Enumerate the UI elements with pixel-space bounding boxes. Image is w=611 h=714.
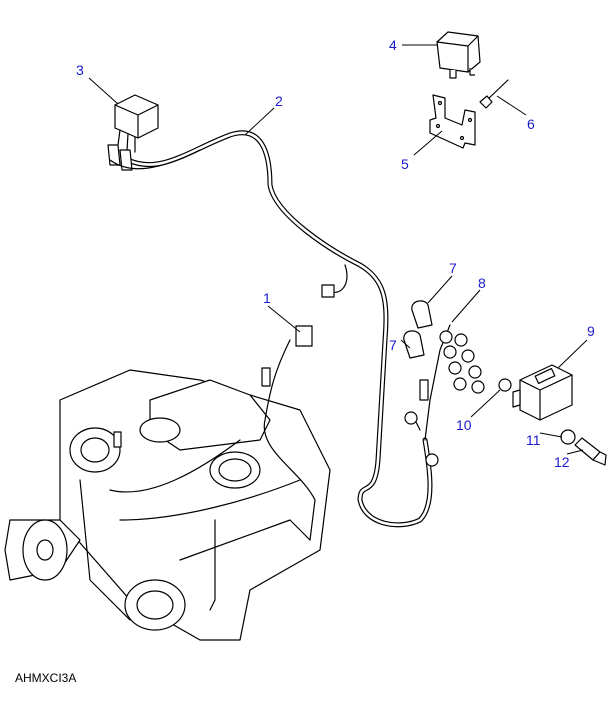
bracket-5	[429, 94, 476, 149]
callout-2: 2	[275, 93, 283, 109]
callout-7a: 7	[449, 260, 457, 276]
diagram-code: AHMXCI3A	[15, 671, 77, 685]
bolt-12	[574, 437, 607, 466]
callout-3: 3	[76, 62, 84, 78]
relay-4	[436, 31, 481, 79]
callout-7b: 7	[389, 337, 397, 353]
nuts	[439, 330, 512, 394]
callout-8: 8	[478, 275, 486, 291]
control-unit-9	[512, 364, 573, 421]
rivet-6	[479, 79, 509, 109]
relay-3	[107, 94, 201, 171]
terminal-boots-7	[403, 300, 433, 359]
engine-assembly	[4, 325, 331, 641]
harness-lead-2	[125, 130, 451, 528]
leader-lines	[88, 44, 588, 455]
callout-5: 5	[401, 156, 409, 172]
washer-11	[560, 429, 576, 445]
callout-9: 9	[587, 323, 595, 339]
callout-4: 4	[389, 37, 397, 53]
callout-11: 11	[526, 432, 541, 448]
callout-12: 12	[554, 454, 570, 470]
callout-6: 6	[527, 116, 535, 132]
callout-1: 1	[263, 290, 271, 306]
callout-10: 10	[456, 417, 472, 433]
